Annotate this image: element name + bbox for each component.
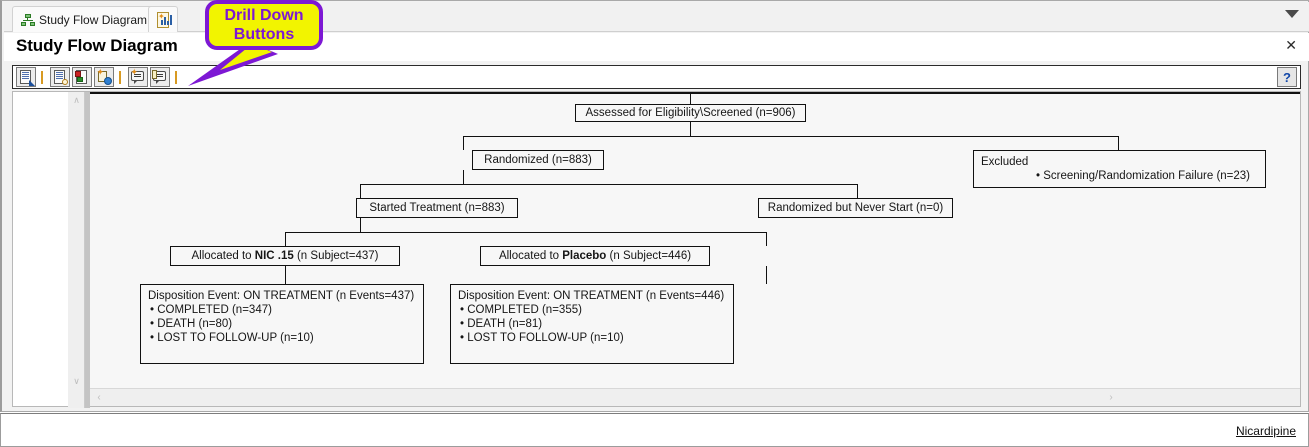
node-allocated-placebo[interactable]: Allocated to Placebo (n Subject=446) bbox=[480, 246, 710, 266]
node-bullet: • COMPLETED (n=347) bbox=[150, 304, 272, 316]
node-label-bold: Placebo bbox=[562, 250, 607, 262]
node-bullet: • DEATH (n=81) bbox=[460, 318, 543, 330]
node-disposition-nic[interactable]: Disposition Event: ON TREATMENT (n Event… bbox=[140, 284, 424, 364]
page-title: Study Flow Diagram bbox=[16, 36, 178, 55]
tab-study-flow-diagram[interactable]: Study Flow Diagram bbox=[12, 6, 157, 32]
comment-new-icon: ✦ bbox=[130, 67, 146, 85]
status-bar: Nicardipine bbox=[0, 413, 1309, 447]
comment-copy-icon bbox=[151, 69, 168, 85]
scroll-up-icon[interactable]: ∧ bbox=[73, 95, 80, 105]
panel-splitter[interactable] bbox=[85, 92, 90, 408]
flow-diagram-canvas[interactable]: Assessed for Eligibility\Screened (n=906… bbox=[90, 92, 1300, 390]
toolbar-button-view-web[interactable]: ✦ bbox=[94, 67, 114, 87]
node-label: Disposition Event: ON TREATMENT (n Event… bbox=[148, 290, 415, 302]
bar-chart-icon: ✦ bbox=[157, 11, 172, 28]
node-bullet: • COMPLETED (n=355) bbox=[460, 304, 582, 316]
status-link-study[interactable]: Nicardipine bbox=[1235, 424, 1296, 438]
vertical-scrollbar[interactable]: ∧ ∨ bbox=[68, 92, 85, 408]
connector bbox=[690, 122, 691, 136]
title-row: Study Flow Diagram ✕ bbox=[4, 33, 1309, 61]
connector bbox=[360, 184, 857, 185]
node-label-post: (n Subject=437) bbox=[293, 250, 379, 262]
toolbar-button-view-image[interactable] bbox=[72, 67, 92, 87]
node-bullet: • LOST TO FOLLOW-UP (n=10) bbox=[150, 332, 314, 344]
connector bbox=[360, 184, 361, 198]
toolbar-button-drill-down-new[interactable]: ✦ bbox=[128, 67, 148, 87]
node-disposition-placebo[interactable]: Disposition Event: ON TREATMENT (n Event… bbox=[450, 284, 734, 364]
help-button[interactable]: ? bbox=[1277, 67, 1297, 87]
scroll-down-icon[interactable]: ∨ bbox=[73, 376, 80, 386]
connector bbox=[766, 232, 767, 246]
node-assessed[interactable]: Assessed for Eligibility\Screened (n=906… bbox=[575, 104, 806, 122]
tab-chart[interactable]: ✦ bbox=[148, 6, 178, 32]
document-export-icon bbox=[19, 69, 35, 86]
collapse-panel-icon[interactable] bbox=[1285, 10, 1299, 18]
node-label-pre: Allocated to bbox=[498, 250, 563, 262]
node-allocated-nic[interactable]: Allocated to NIC .15 (n Subject=437) bbox=[170, 246, 400, 266]
connector bbox=[285, 266, 286, 284]
connector bbox=[285, 232, 766, 233]
toolbar: ✦ ✦ ? bbox=[12, 65, 1301, 89]
image-page-icon bbox=[74, 69, 90, 85]
tab-strip: Study Flow Diagram ✦ bbox=[4, 2, 1309, 32]
connector bbox=[1118, 136, 1119, 150]
scroll-left-icon[interactable]: ‹ bbox=[97, 392, 101, 403]
node-label-post: (n Subject=446) bbox=[606, 250, 692, 262]
listing-search-icon bbox=[53, 69, 68, 85]
connector bbox=[857, 184, 858, 198]
toolbar-separator-3 bbox=[175, 70, 177, 84]
close-icon[interactable]: ✕ bbox=[1285, 37, 1297, 53]
scroll-right-icon[interactable]: › bbox=[1109, 392, 1113, 403]
toolbar-button-drill-down-copy[interactable] bbox=[150, 67, 170, 87]
toolbar-button-view-listing[interactable] bbox=[50, 67, 70, 87]
node-label: Randomized (n=883) bbox=[484, 154, 592, 166]
node-excluded[interactable]: Excluded • Screening/Randomization Failu… bbox=[973, 150, 1266, 188]
node-label: Excluded bbox=[981, 156, 1029, 168]
node-label: Assessed for Eligibility\Screened (n=906… bbox=[585, 107, 796, 119]
node-label: Started Treatment (n=883) bbox=[369, 202, 505, 214]
globe-page-icon: ✦ bbox=[97, 67, 112, 85]
connector bbox=[463, 136, 464, 150]
diagram-panel: ∧ ∨ bbox=[12, 91, 1301, 408]
node-label: Disposition Event: ON TREATMENT (n Event… bbox=[458, 290, 725, 302]
connector bbox=[285, 232, 286, 246]
node-label: Randomized but Never Start (n=0) bbox=[767, 202, 944, 214]
toolbar-separator-2 bbox=[119, 70, 121, 84]
horizontal-scrollbar[interactable]: ‹ › bbox=[90, 388, 1300, 406]
connector bbox=[463, 136, 1118, 137]
node-bullet: • LOST TO FOLLOW-UP (n=10) bbox=[460, 332, 624, 344]
connector bbox=[690, 94, 691, 104]
main-window-frame: Study Flow Diagram ✦ Study Flow Diagram … bbox=[0, 0, 1309, 412]
connector bbox=[463, 170, 464, 184]
toolbar-button-export-report[interactable] bbox=[16, 67, 36, 87]
connector bbox=[360, 218, 361, 232]
node-label-pre: Allocated to bbox=[191, 250, 255, 262]
toolbar-separator-1 bbox=[41, 70, 43, 84]
node-randomized[interactable]: Randomized (n=883) bbox=[472, 150, 604, 170]
node-bullet: • DEATH (n=80) bbox=[150, 318, 233, 330]
node-label-bold: NIC .15 bbox=[254, 250, 294, 262]
node-bullet: • Screening/Randomization Failure (n=23) bbox=[1036, 170, 1251, 182]
node-randomized-never-start[interactable]: Randomized but Never Start (n=0) bbox=[758, 198, 953, 218]
tab-label: Study Flow Diagram bbox=[39, 12, 148, 27]
connector bbox=[766, 266, 767, 284]
node-started-treatment[interactable]: Started Treatment (n=883) bbox=[356, 198, 518, 218]
org-chart-icon bbox=[21, 13, 35, 26]
